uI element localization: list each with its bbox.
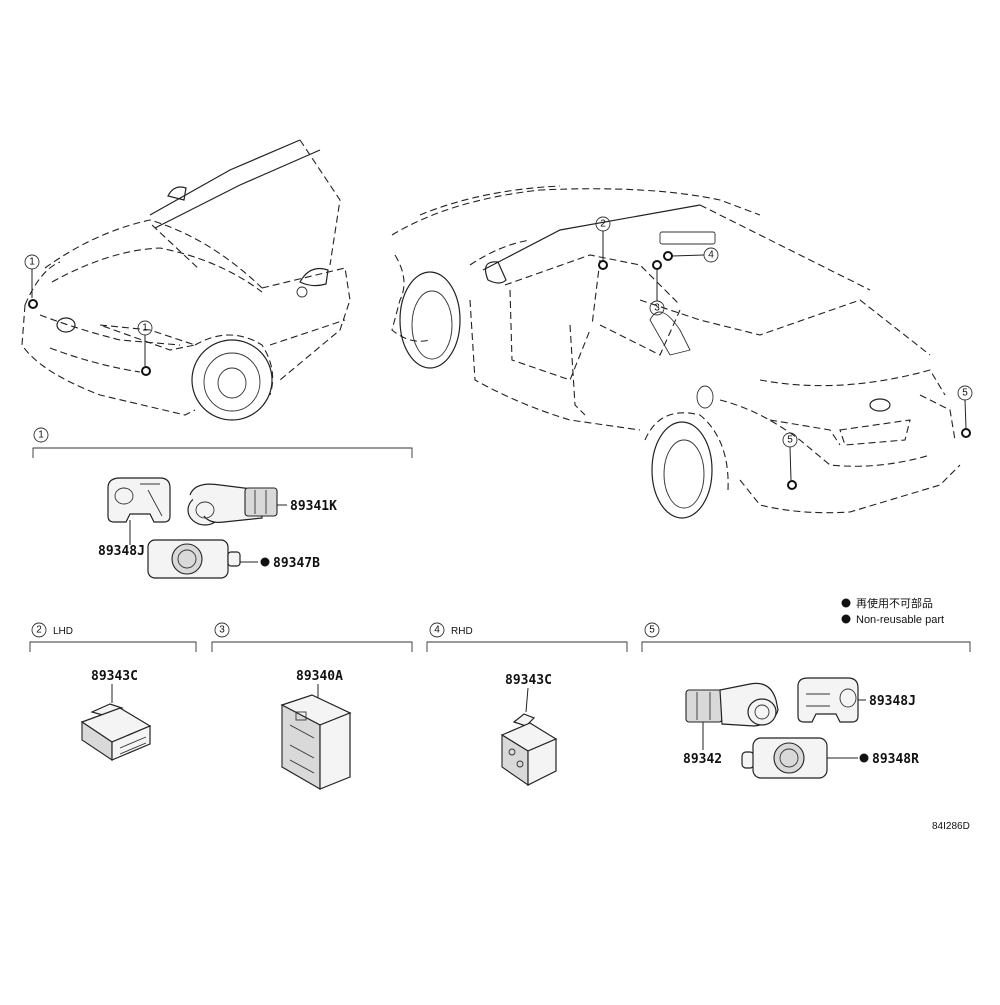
sensor-location-marker (141, 366, 151, 376)
section-3-header: 3 (211, 622, 413, 652)
part-89348J-retainer-rear (797, 677, 866, 723)
section-4-header: 4 RHD (426, 622, 628, 652)
section-number: 5 (649, 625, 655, 636)
legend-marker-jp (841, 598, 851, 608)
callout-number: 5 (962, 388, 968, 399)
callout-number: 1 (29, 257, 35, 268)
front-car-illustration (21, 139, 351, 421)
sensor-location-marker (598, 260, 608, 270)
part-number-89342: 89342 (683, 752, 722, 767)
sensor-location-marker (663, 251, 673, 261)
sensor-location-marker (787, 480, 797, 490)
part-number-89343C-lhd: 89343C (91, 669, 138, 684)
rear-callout-5-right: 5 (957, 385, 973, 438)
part-number-89348J-rear: 89348J (869, 694, 916, 709)
part-number-89348R: 89348R (872, 752, 919, 767)
sensor-location-marker (961, 428, 971, 438)
rear-car-illustration (391, 185, 961, 519)
callout-number: 4 (708, 250, 714, 261)
section-label-lhd: LHD (53, 626, 73, 637)
part-89343C-sensor-rhd (500, 687, 558, 787)
legend-text-en: Non-reusable part (856, 614, 944, 626)
sensor-location-marker (28, 299, 38, 309)
part-89348R-bezel (741, 737, 858, 779)
front-callout-1-left: 1 (24, 254, 40, 309)
part-number-89348J: 89348J (98, 544, 145, 559)
section-number: 4 (434, 625, 440, 636)
part-89340A-ecu (280, 684, 352, 790)
rear-callout-2: 2 (595, 216, 611, 270)
non-reusable-marker (260, 557, 270, 567)
part-89342-sensor (685, 682, 779, 750)
part-number-89340A: 89340A (296, 669, 343, 684)
section-number: 1 (38, 430, 44, 441)
callout-number: 3 (654, 303, 660, 314)
callout-number: 1 (142, 323, 148, 334)
legend: 再使用不可部品 Non-reusable part (841, 596, 944, 626)
rear-callout-3: 3 (649, 260, 665, 316)
rear-callout-4: 4 (663, 247, 719, 263)
part-89347B-bezel (147, 539, 258, 579)
callout-number: 5 (787, 435, 793, 446)
diagram-code: 84I286D (932, 821, 970, 832)
section-2-header: 2 LHD (29, 622, 197, 652)
section-label-rhd: RHD (451, 626, 473, 637)
part-number-89341K: 89341K (290, 499, 337, 514)
legend-text-jp: 再使用不可部品 (856, 596, 933, 610)
section-number: 2 (36, 625, 42, 636)
sensor-location-marker (652, 260, 662, 270)
section-number: 3 (219, 625, 225, 636)
part-number-89347B: 89347B (273, 556, 320, 571)
section-5-header: 5 (641, 622, 971, 652)
non-reusable-marker (859, 753, 869, 763)
legend-marker-en (841, 614, 851, 624)
section-1-header: 1 (32, 427, 413, 458)
rear-callout-5-left: 5 (782, 432, 798, 490)
callout-number: 2 (600, 219, 606, 230)
part-number-89343C-rhd: 89343C (505, 673, 552, 688)
part-89348J-retainer (107, 477, 171, 545)
part-89341K-sensor (187, 483, 287, 526)
front-callout-1-right: 1 (137, 320, 153, 376)
part-89343C-sensor-lhd (80, 684, 152, 762)
